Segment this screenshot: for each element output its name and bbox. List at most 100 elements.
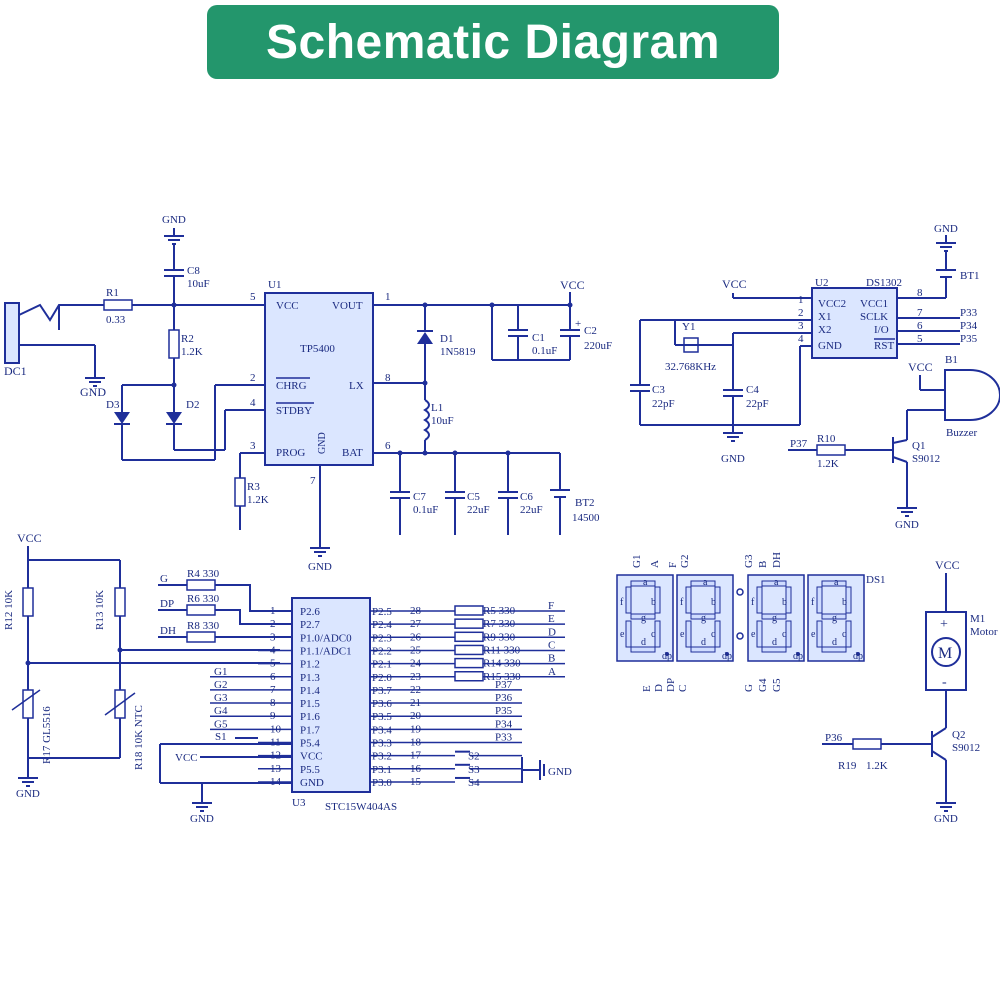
svg-text:10uF: 10uF <box>431 415 454 427</box>
u3-pin-number: 13 <box>270 763 282 775</box>
svg-text:C8: C8 <box>187 265 200 277</box>
u3-pin-name: P1.4 <box>300 685 320 697</box>
svg-text:220uF: 220uF <box>584 340 612 352</box>
svg-text:Y1: Y1 <box>682 321 695 333</box>
svg-text:R17 GL5516: R17 GL5516 <box>41 706 53 764</box>
u3-pin-name: P1.2 <box>300 659 320 671</box>
svg-text:DH: DH <box>160 625 176 637</box>
svg-text:8: 8 <box>917 287 923 299</box>
svg-text:3: 3 <box>250 440 256 452</box>
svg-text:RST: RST <box>874 340 894 352</box>
segment-letter: f <box>620 597 624 608</box>
svg-text:22pF: 22pF <box>652 398 675 410</box>
svg-text:I/O: I/O <box>874 324 889 336</box>
segment-letter: dp <box>853 651 863 662</box>
segment-letter: g <box>701 613 706 624</box>
segment-letter: c <box>651 629 656 640</box>
u3-pin-number: 10 <box>270 723 282 735</box>
crystal-y1 <box>683 337 699 353</box>
gnd-label: GND <box>80 385 106 399</box>
u3-pin-number: 15 <box>410 776 422 788</box>
svg-text:R12 10K: R12 10K <box>3 590 15 630</box>
svg-text:GND: GND <box>721 453 745 465</box>
svg-text:4: 4 <box>798 333 804 345</box>
ic-u2-ds1302 <box>811 287 898 359</box>
segment-letter: c <box>782 629 787 640</box>
switch-label: S3 <box>468 764 480 776</box>
segment-letter: dp <box>662 651 672 662</box>
svg-text:SCLK: SCLK <box>860 311 888 323</box>
segment-letter: f <box>680 597 684 608</box>
svg-text:2: 2 <box>798 307 804 319</box>
u3-pin-number: 12 <box>270 750 281 762</box>
segment-net-label: C <box>548 639 555 651</box>
segment-letter: d <box>701 637 706 648</box>
svg-text:B1: B1 <box>945 354 958 366</box>
u3-pin-number: 18 <box>410 737 422 749</box>
resistor-segment <box>454 671 484 682</box>
segment-letter: c <box>842 629 847 640</box>
svg-text:M1: M1 <box>970 613 985 625</box>
net-label: G5 <box>214 718 228 730</box>
segment-letter: g <box>641 613 646 624</box>
svg-text:C4: C4 <box>746 384 759 396</box>
svg-text:R13 10K: R13 10K <box>94 590 106 630</box>
svg-text:VCC: VCC <box>17 531 42 545</box>
svg-text:VCC: VCC <box>276 300 299 312</box>
segment-letter: d <box>772 637 777 648</box>
svg-text:R3: R3 <box>247 481 260 493</box>
svg-text:6: 6 <box>385 440 391 452</box>
u3-pin-number: 4 <box>270 644 276 656</box>
u3-pin-number: 6 <box>270 671 276 683</box>
svg-text:DS1302: DS1302 <box>866 277 902 289</box>
svg-text:U3: U3 <box>292 797 306 809</box>
display-pin-label: E <box>641 685 653 692</box>
segment-letter: a <box>774 577 779 588</box>
svg-text:R1: R1 <box>106 287 119 299</box>
svg-text:GND: GND <box>16 788 40 800</box>
svg-text:M: M <box>938 645 952 662</box>
u3-pin-number: 17 <box>410 750 422 762</box>
svg-text:R4 330: R4 330 <box>187 568 220 580</box>
svg-text:5: 5 <box>917 333 923 345</box>
display-pin-label: C <box>677 685 689 692</box>
u3-pin-name: P1.1/ADC1 <box>300 645 352 657</box>
svg-text:Q1: Q1 <box>912 440 925 452</box>
dc-jack-label: DC1 <box>4 364 27 378</box>
segment-letter: f <box>811 597 815 608</box>
segment-letter: f <box>751 597 755 608</box>
svg-text:S9012: S9012 <box>952 742 980 754</box>
svg-text:R10: R10 <box>817 433 836 445</box>
display-pin-label: G2 <box>679 555 691 568</box>
segment-letter: b <box>651 597 656 608</box>
u3-pin-number: 20 <box>410 710 422 722</box>
svg-text:STDBY: STDBY <box>276 405 312 417</box>
buzzer-section: VCC B1 Buzzer P37 R10 1.2K Q1 S9012 GND <box>788 354 1000 531</box>
svg-text:-: - <box>942 675 947 690</box>
svg-text:7: 7 <box>310 475 316 487</box>
svg-text:R8 330: R8 330 <box>187 620 220 632</box>
resistor-segment <box>454 605 484 616</box>
display-pin-label: G5 <box>771 678 783 692</box>
ic-u3-stc15w404as <box>291 597 371 793</box>
svg-text:2: 2 <box>250 372 256 384</box>
svg-text:1.2K: 1.2K <box>181 346 203 358</box>
net-label: G1 <box>214 666 227 678</box>
u3-pin-name: VCC <box>300 751 323 763</box>
rtc-section: GND BT1 VCC U2 DS1302 VCC2 X1 X2 GND VCC… <box>630 223 980 465</box>
u3-pin-name: P2.1 <box>372 659 392 671</box>
svg-text:Buzzer: Buzzer <box>946 427 977 439</box>
svg-text:3: 3 <box>798 320 804 332</box>
svg-text:VCC: VCC <box>175 752 198 764</box>
u3-pin-number: 11 <box>270 737 281 749</box>
segment-letter: dp <box>793 651 803 662</box>
svg-text:R6 330: R6 330 <box>187 593 220 605</box>
dc-jack <box>4 302 20 364</box>
segment-net-label: F <box>548 600 554 612</box>
motor-section: VCC M + - M1 Motor P36 R19 1.2K Q2 S9012… <box>822 558 998 825</box>
net-label: G4 <box>214 705 228 717</box>
svg-text:X1: X1 <box>818 311 831 323</box>
